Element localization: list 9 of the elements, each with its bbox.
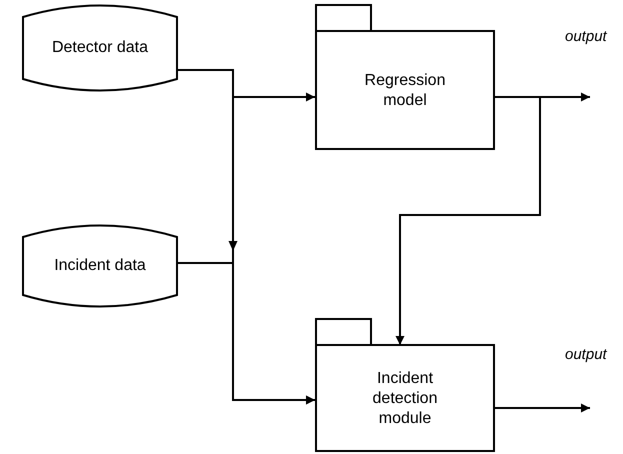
node-label: Detector data (52, 38, 148, 58)
connector-arrow (396, 96, 541, 345)
node-label: Incident detection module (372, 368, 438, 428)
node-label: Regression model (364, 70, 446, 110)
edge-label: output (565, 346, 607, 363)
node-label: Incident data (54, 256, 146, 276)
connector-arrow (495, 404, 590, 412)
connector-arrow (178, 262, 315, 404)
edge-label: output (565, 28, 607, 45)
